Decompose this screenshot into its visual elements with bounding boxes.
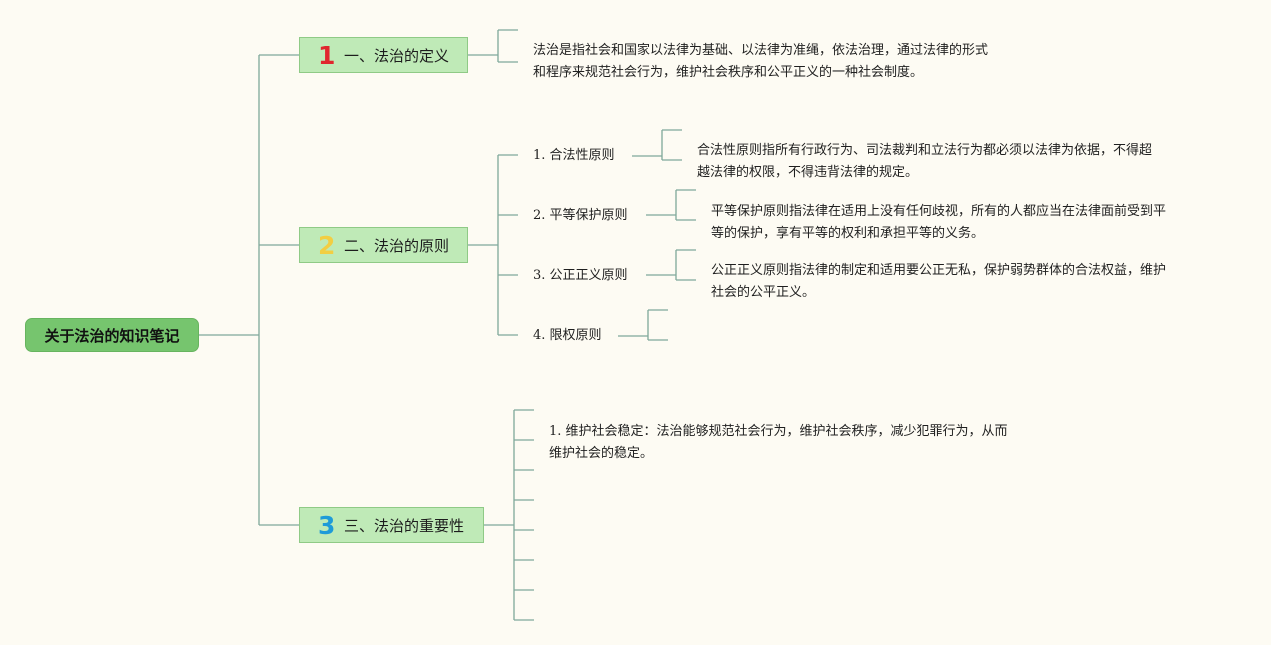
section-principles[interactable]: 2 二、法治的原则 xyxy=(299,227,468,263)
detail-line: 公正正义原则指法律的制定和适用要公正无私，保护弱势群体的合法权益，维护 xyxy=(711,263,1167,278)
importance-line: 维护社会稳定：法治能够规范社会行为，维护社会秩序，减少犯罪行为，从而 xyxy=(565,424,1008,439)
detail-line: 社会的公平正义。 xyxy=(711,285,816,300)
section-title: 一、法治的定义 xyxy=(344,46,450,65)
principle-number: 1. xyxy=(533,148,546,163)
principle-number: 4. xyxy=(533,328,546,343)
importance-item-stability[interactable]: 1. 维护社会稳定：法治能够规范社会行为，维护社会秩序，减少犯罪行为，从而 维护… xyxy=(549,421,1008,465)
definition-line: 法治是指社会和国家以法律为基础、以法律为准绳，依法治理，通过法律的形式 xyxy=(533,43,989,58)
number-one-icon: 1 xyxy=(318,40,336,70)
principle-label: 合法性原则 xyxy=(549,148,615,163)
section-importance[interactable]: 3 三、法治的重要性 xyxy=(299,507,484,543)
principle-item-justice[interactable]: 3. 公正正义原则 xyxy=(533,265,628,287)
principle-detail-justice[interactable]: 公正正义原则指法律的制定和适用要公正无私，保护弱势群体的合法权益，维护 社会的公… xyxy=(711,260,1166,304)
principle-item-limited-power[interactable]: 4. 限权原则 xyxy=(533,325,602,347)
principle-label: 平等保护原则 xyxy=(549,208,628,223)
definition-text[interactable]: 法治是指社会和国家以法律为基础、以法律为准绳，依法治理，通过法律的形式 和程序来… xyxy=(533,40,988,84)
section-title: 二、法治的原则 xyxy=(344,236,450,255)
detail-line: 越法律的权限，不得违背法律的规定。 xyxy=(697,165,919,180)
root-topic[interactable]: 关于法治的知识笔记 xyxy=(25,318,199,352)
principle-number: 2. xyxy=(533,208,546,223)
section-definition[interactable]: 1 一、法治的定义 xyxy=(299,37,468,73)
principle-item-legality[interactable]: 1. 合法性原则 xyxy=(533,145,615,167)
principle-detail-equality[interactable]: 平等保护原则指法律在适用上没有任何歧视，所有的人都应当在法律面前受到平 等的保护… xyxy=(711,201,1166,245)
detail-line: 合法性原则指所有行政行为、司法裁判和立法行为都必须以法律为依据，不得超 xyxy=(697,143,1153,158)
detail-line: 平等保护原则指法律在适用上没有任何歧视，所有的人都应当在法律面前受到平 xyxy=(711,204,1167,219)
definition-line: 和程序来规范社会行为，维护社会秩序和公平正义的一种社会制度。 xyxy=(533,65,924,80)
principle-detail-legality[interactable]: 合法性原则指所有行政行为、司法裁判和立法行为都必须以法律为依据，不得超 越法律的… xyxy=(697,140,1152,184)
principle-item-equality[interactable]: 2. 平等保护原则 xyxy=(533,205,628,227)
number-two-icon: 2 xyxy=(318,230,336,260)
detail-line: 等的保护，享有平等的权利和承担平等的义务。 xyxy=(711,226,985,241)
section-title: 三、法治的重要性 xyxy=(344,516,465,535)
principle-label: 公正正义原则 xyxy=(549,268,628,283)
number-three-icon: 3 xyxy=(318,510,336,540)
importance-line: 维护社会的稳定。 xyxy=(549,446,654,461)
principle-number: 3. xyxy=(533,268,546,283)
principle-label: 限权原则 xyxy=(549,328,602,343)
importance-number: 1. xyxy=(549,424,562,439)
